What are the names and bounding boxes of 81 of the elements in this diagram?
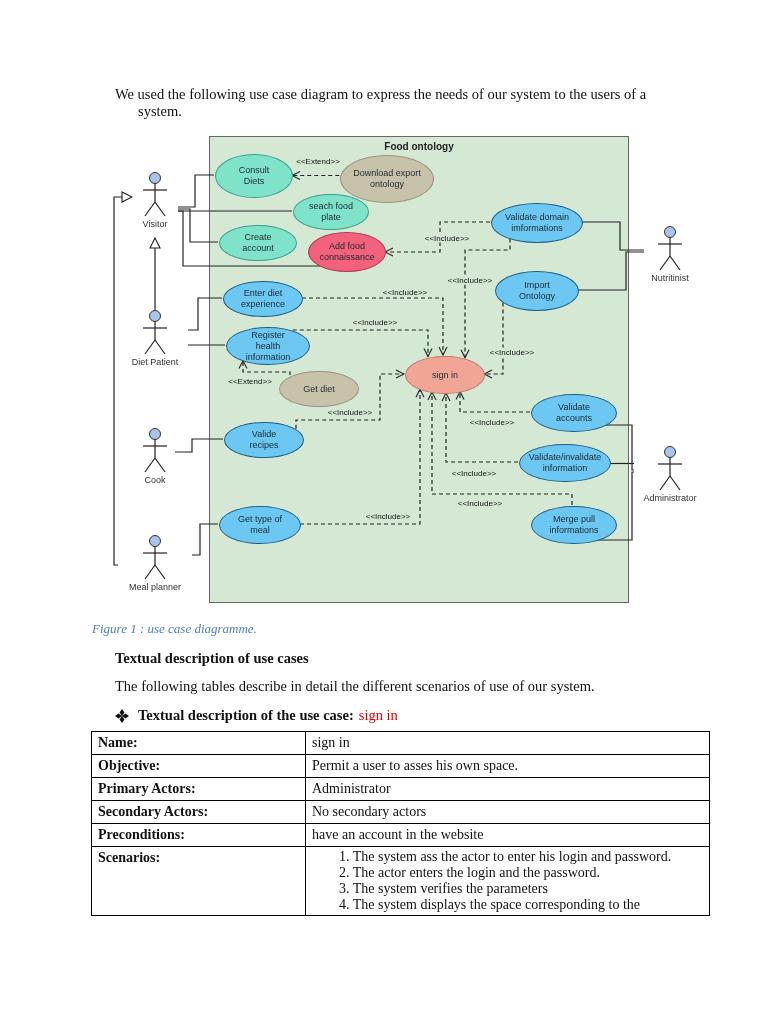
scenario-step: 2. The actor enters the login and the password. bbox=[339, 865, 703, 881]
dependency-arrow bbox=[238, 360, 291, 376]
dependency-arrow bbox=[384, 221, 491, 257]
dependency-arrow bbox=[301, 297, 448, 356]
use-case-ellipse: Create account bbox=[219, 225, 297, 261]
field-value-cell: Administrator bbox=[305, 777, 710, 801]
association-line bbox=[609, 462, 635, 465]
use-case-ellipse: Validate/invalidate information bbox=[519, 444, 611, 482]
association-line bbox=[177, 174, 215, 208]
association-line bbox=[177, 208, 219, 243]
use-case-ellipse: Add food connaissance bbox=[308, 232, 386, 272]
edge-label: <<Include>> bbox=[351, 317, 399, 327]
association-line bbox=[174, 438, 224, 453]
scenario-step: 3. The system verifies the parameters bbox=[339, 881, 703, 897]
use-case-ellipse: Validate accounts bbox=[531, 394, 617, 432]
actor-label: Cook bbox=[144, 474, 166, 486]
edge-label: <<Include>> bbox=[326, 407, 374, 417]
field-name-cell: Secondary Actors: bbox=[91, 800, 306, 824]
dependency-arrow bbox=[299, 388, 425, 525]
field-name-cell: Objective: bbox=[91, 754, 306, 778]
edge-label: <<Include>> bbox=[468, 417, 516, 427]
use-case-ellipse: Valide recipes bbox=[224, 422, 304, 458]
use-case-ellipse: sign in bbox=[405, 356, 485, 394]
field-value-cell: Permit a user to asses his own space. bbox=[305, 754, 710, 778]
generalization-arrow bbox=[149, 237, 161, 311]
dependency-arrow bbox=[483, 301, 504, 379]
subsection-heading: Textual description of the use case: bbox=[138, 706, 354, 725]
actor-label: Diet Patient bbox=[131, 356, 179, 368]
dependency-arrow bbox=[291, 170, 340, 181]
dependency-arrow bbox=[427, 391, 573, 506]
use-case-ellipse: Import Ontology bbox=[495, 271, 579, 311]
dependency-arrow bbox=[292, 329, 433, 358]
intro-paragraph: We used the following use case diagram to express the needs of our system to the users of a system. bbox=[115, 86, 648, 120]
edge-label: <<Include>> bbox=[364, 511, 412, 521]
actor-label: Nutritinist bbox=[651, 272, 689, 284]
dependency-arrow bbox=[460, 237, 511, 359]
scenario-step: 4. The system displays the space corresponding to the bbox=[339, 897, 703, 913]
edge-label: <<Extend>> bbox=[227, 376, 273, 386]
field-name-cell: Preconditions: bbox=[91, 823, 306, 847]
field-name-cell: Scenarios: bbox=[91, 846, 306, 916]
scenario-step: 1. The system ass the actor to enter his login and password. bbox=[339, 849, 703, 865]
use-case-ellipse: Get diet bbox=[279, 371, 359, 407]
use-case-ellipse: Validate domain imformations bbox=[491, 203, 583, 243]
dependency-arrow bbox=[455, 390, 531, 413]
use-case-ellipse: Get type of meal bbox=[219, 506, 301, 544]
actor-label: Administrator bbox=[643, 492, 697, 504]
dependency-arrow bbox=[295, 369, 405, 430]
association-line bbox=[581, 221, 645, 251]
body-paragraph: The following tables describe in detail the different scenarios of use of our system. bbox=[115, 677, 595, 696]
field-value-cell: have an account in the website bbox=[305, 823, 710, 847]
field-value-cell: sign in bbox=[305, 731, 710, 755]
dependency-arrow bbox=[441, 392, 519, 463]
field-name-cell: Name: bbox=[91, 731, 306, 755]
association-line bbox=[187, 297, 223, 331]
edge-label: <<Include>> bbox=[488, 347, 536, 357]
use-case-ellipse: Consult Diets bbox=[215, 154, 293, 198]
edge-label: <<Include>> bbox=[381, 287, 429, 297]
use-case-ellipse: Register health information bbox=[226, 327, 310, 365]
edge-label: <<Include>> bbox=[450, 468, 498, 478]
association-line bbox=[177, 210, 321, 267]
system-title: Food ontology bbox=[383, 140, 455, 154]
use-case-name: sign in bbox=[358, 706, 398, 725]
actor-label: Meal planner bbox=[129, 581, 181, 593]
association-line bbox=[191, 523, 219, 556]
association-line bbox=[577, 251, 645, 291]
use-case-ellipse: seach food plate bbox=[293, 194, 369, 230]
association-line bbox=[187, 344, 226, 346]
use-case-ellipse: Merge pull informations bbox=[531, 506, 617, 544]
edge-label: <<Extend>> bbox=[295, 156, 341, 166]
system-boundary bbox=[209, 136, 629, 603]
edge-label: <<Include>> bbox=[446, 275, 494, 285]
edge-label: <<Include>> bbox=[456, 498, 504, 508]
figure-caption: Figure 1 : use case diagramme. bbox=[92, 620, 257, 638]
use-case-ellipse: Download export ontology bbox=[340, 155, 434, 203]
section-heading: Textual description of use cases bbox=[115, 649, 309, 668]
use-case-ellipse: Enter diet experience bbox=[223, 281, 303, 317]
actor-label: Visitor bbox=[142, 218, 168, 230]
field-value-cell: No secondary actors bbox=[305, 800, 710, 824]
edge-label: <<Include>> bbox=[423, 233, 471, 243]
generalization-arrow bbox=[113, 191, 133, 566]
field-name-cell: Primary Actors: bbox=[91, 777, 306, 801]
